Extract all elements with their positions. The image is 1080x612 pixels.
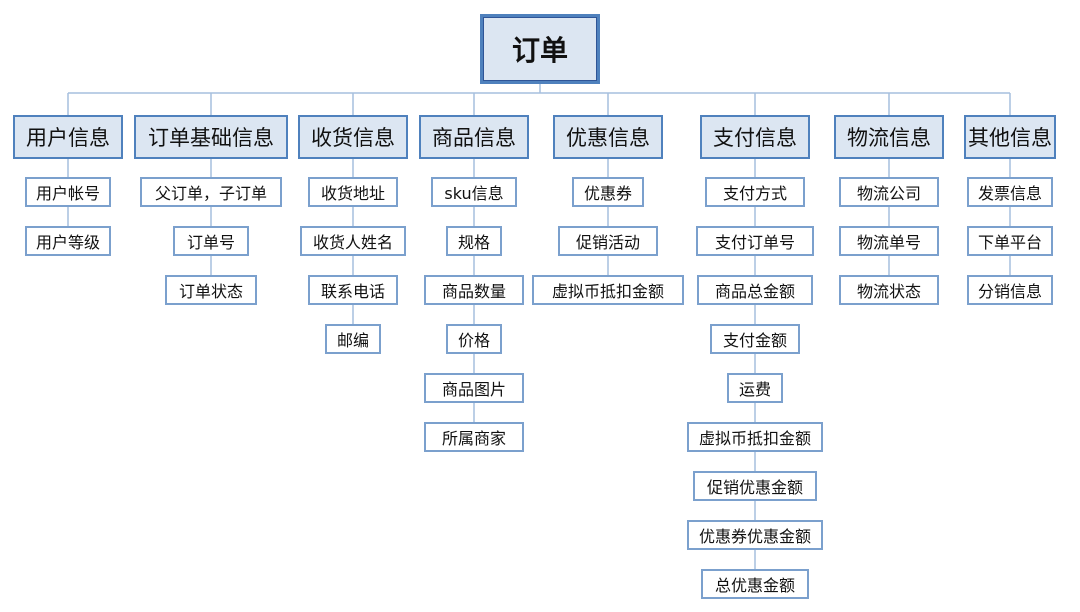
leaf-node: 分销信息 bbox=[967, 275, 1053, 305]
leaf-node: 物流公司 bbox=[839, 177, 939, 207]
leaf-node: 促销活动 bbox=[558, 226, 658, 256]
leaf-node: 发票信息 bbox=[967, 177, 1053, 207]
leaf-node: sku信息 bbox=[431, 177, 517, 207]
category-node: 物流信息 bbox=[834, 115, 944, 159]
leaf-node: 支付方式 bbox=[705, 177, 805, 207]
category-node: 支付信息 bbox=[700, 115, 810, 159]
root-node-order: 订单 bbox=[480, 14, 600, 84]
leaf-node: 价格 bbox=[446, 324, 502, 354]
category-node: 收货信息 bbox=[298, 115, 408, 159]
category-node: 订单基础信息 bbox=[134, 115, 288, 159]
category-node: 商品信息 bbox=[419, 115, 529, 159]
leaf-node: 虚拟币抵扣金额 bbox=[687, 422, 823, 452]
leaf-node: 运费 bbox=[727, 373, 783, 403]
leaf-node: 商品数量 bbox=[424, 275, 524, 305]
leaf-node: 订单号 bbox=[173, 226, 249, 256]
leaf-node: 收货人姓名 bbox=[300, 226, 406, 256]
leaf-node: 父订单，子订单 bbox=[140, 177, 282, 207]
leaf-node: 支付订单号 bbox=[696, 226, 814, 256]
leaf-node: 用户等级 bbox=[25, 226, 111, 256]
category-node: 用户信息 bbox=[13, 115, 123, 159]
category-node: 其他信息 bbox=[964, 115, 1056, 159]
leaf-node: 物流单号 bbox=[839, 226, 939, 256]
leaf-node: 订单状态 bbox=[165, 275, 257, 305]
leaf-node: 规格 bbox=[446, 226, 502, 256]
leaf-node: 支付金额 bbox=[710, 324, 800, 354]
leaf-node: 总优惠金额 bbox=[701, 569, 809, 599]
leaf-node: 下单平台 bbox=[967, 226, 1053, 256]
leaf-node: 商品总金额 bbox=[697, 275, 813, 305]
leaf-node: 联系电话 bbox=[308, 275, 398, 305]
category-node: 优惠信息 bbox=[553, 115, 663, 159]
leaf-node: 所属商家 bbox=[424, 422, 524, 452]
leaf-node: 优惠券优惠金额 bbox=[687, 520, 823, 550]
leaf-node: 优惠券 bbox=[572, 177, 644, 207]
leaf-node: 邮编 bbox=[325, 324, 381, 354]
leaf-node: 商品图片 bbox=[424, 373, 524, 403]
leaf-node: 用户帐号 bbox=[25, 177, 111, 207]
leaf-node: 虚拟币抵扣金额 bbox=[532, 275, 684, 305]
leaf-node: 促销优惠金额 bbox=[693, 471, 817, 501]
leaf-node: 物流状态 bbox=[839, 275, 939, 305]
leaf-node: 收货地址 bbox=[308, 177, 398, 207]
